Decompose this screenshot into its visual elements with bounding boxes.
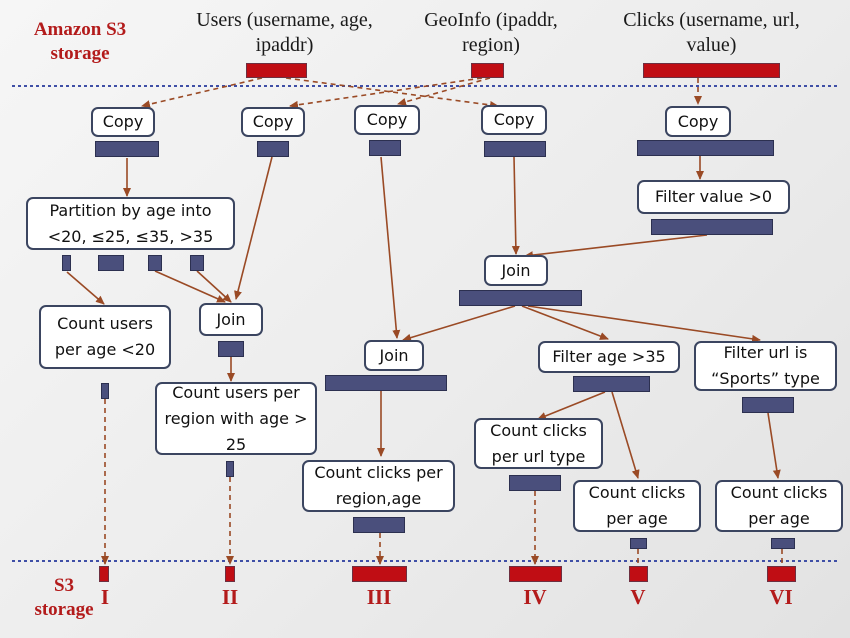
copy-node-2: Copy: [241, 107, 305, 137]
arrow-partition-to-join-left-b: [196, 270, 232, 303]
count-users-region-output-block: [226, 461, 234, 477]
join-main-node: Join: [484, 255, 548, 286]
copy5-output-block: [637, 140, 774, 156]
count-clicks-age-node-2: Count clicks per age: [715, 480, 843, 532]
join-left-output-block: [218, 341, 244, 357]
copy2-output-block: [257, 141, 289, 157]
count-users-age-output-block: [101, 383, 109, 399]
count-clicks-url-output-block: [509, 475, 561, 491]
arrow-filter-age-to-count-clicks-age1: [611, 391, 640, 479]
count-users-region-node: Count users per region with age > 25: [155, 382, 317, 455]
arrow-geoinfo-to-copy3: [397, 77, 491, 106]
bottom-storage-label: S3 storage: [34, 575, 94, 620]
output-label-6: VI: [769, 585, 793, 609]
partition-block-le25: [98, 255, 124, 271]
count-clicks-region-node: Count clicks per region,age: [302, 460, 455, 512]
join-left-node: Join: [199, 303, 263, 336]
filter-url-node: Filter url is “Sports” type: [694, 341, 837, 391]
output-label-2: II: [221, 585, 239, 609]
output-block-3: [352, 566, 407, 582]
count-clicks-age-node-1: Count clicks per age: [573, 480, 701, 532]
arrow-join-main-to-join-mid: [402, 305, 516, 342]
arrow-copy3-to-join-mid: [380, 156, 401, 339]
arrow-filter-url-to-count-clicks-age2: [767, 412, 781, 479]
output-label-5: V: [630, 585, 646, 609]
copy-node-5: Copy: [665, 106, 731, 137]
source-clicks-label: Clicks (username, url, value): [623, 9, 800, 56]
copy3-output-block: [369, 140, 401, 156]
count-clicks-age2-output-block: [771, 538, 795, 549]
count-clicks-age1-output-block: [630, 538, 647, 549]
filter-age-output-block: [573, 376, 650, 392]
output-block-2: [225, 566, 235, 582]
arrow-filter-value-to-join-main: [524, 234, 708, 260]
filter-url-output-block: [742, 397, 794, 413]
copy-node-1: Copy: [91, 107, 155, 137]
filter-value-output-block: [651, 219, 773, 235]
partition-node: Partition by age into <20, ≤25, ≤35, >35: [26, 197, 235, 250]
arrow-copy4-to-join-main: [511, 156, 520, 255]
output-label-4: IV: [523, 585, 547, 609]
output-block-5: [629, 566, 648, 582]
output-block-4: [509, 566, 562, 582]
output-label-3: III: [366, 585, 392, 609]
filter-value-node: Filter value >0: [637, 180, 790, 214]
output-label-1: I: [100, 585, 110, 609]
arrow-filter-age-to-count-clicks-url: [537, 391, 606, 420]
partition-block-gt35: [190, 255, 204, 271]
source-users-label: Users (username, age, ipaddr): [196, 9, 373, 56]
count-clicks-url-node: Count clicks per url type: [474, 418, 603, 469]
copy4-output-block: [484, 141, 546, 157]
arrow-join-main-to-filter-url: [527, 305, 761, 343]
copy-node-3: Copy: [354, 105, 420, 135]
arrow-join-main-to-filter-age: [521, 305, 609, 340]
copy-node-4: Copy: [481, 105, 547, 135]
join-mid-output-block: [325, 375, 447, 391]
users-storage-block: [246, 63, 307, 78]
count-clicks-region-output-block: [353, 517, 405, 533]
join-mid-node: Join: [364, 340, 424, 371]
arrow-copy2-to-join-left: [234, 156, 273, 300]
join-main-output-block: [459, 290, 582, 306]
partition-block-lt20: [62, 255, 71, 271]
arrow-partition-to-join-left-a: [154, 270, 226, 303]
top-storage-label: Amazon S3 storage: [33, 19, 127, 64]
count-users-age-node: Count users per age <20: [39, 305, 171, 369]
output-block-6: [767, 566, 796, 582]
copy1-output-block: [95, 141, 159, 157]
clicks-storage-block: [643, 63, 780, 78]
arrow-users-to-copy1: [141, 77, 263, 109]
source-geoinfo-label: GeoInfo (ipaddr, region): [424, 9, 558, 56]
arrow-partition-to-count-users-age: [66, 271, 105, 305]
partition-block-le35: [148, 255, 162, 271]
filter-age-node: Filter age >35: [538, 341, 680, 373]
geoinfo-storage-block: [471, 63, 504, 78]
output-block-1: [99, 566, 109, 582]
